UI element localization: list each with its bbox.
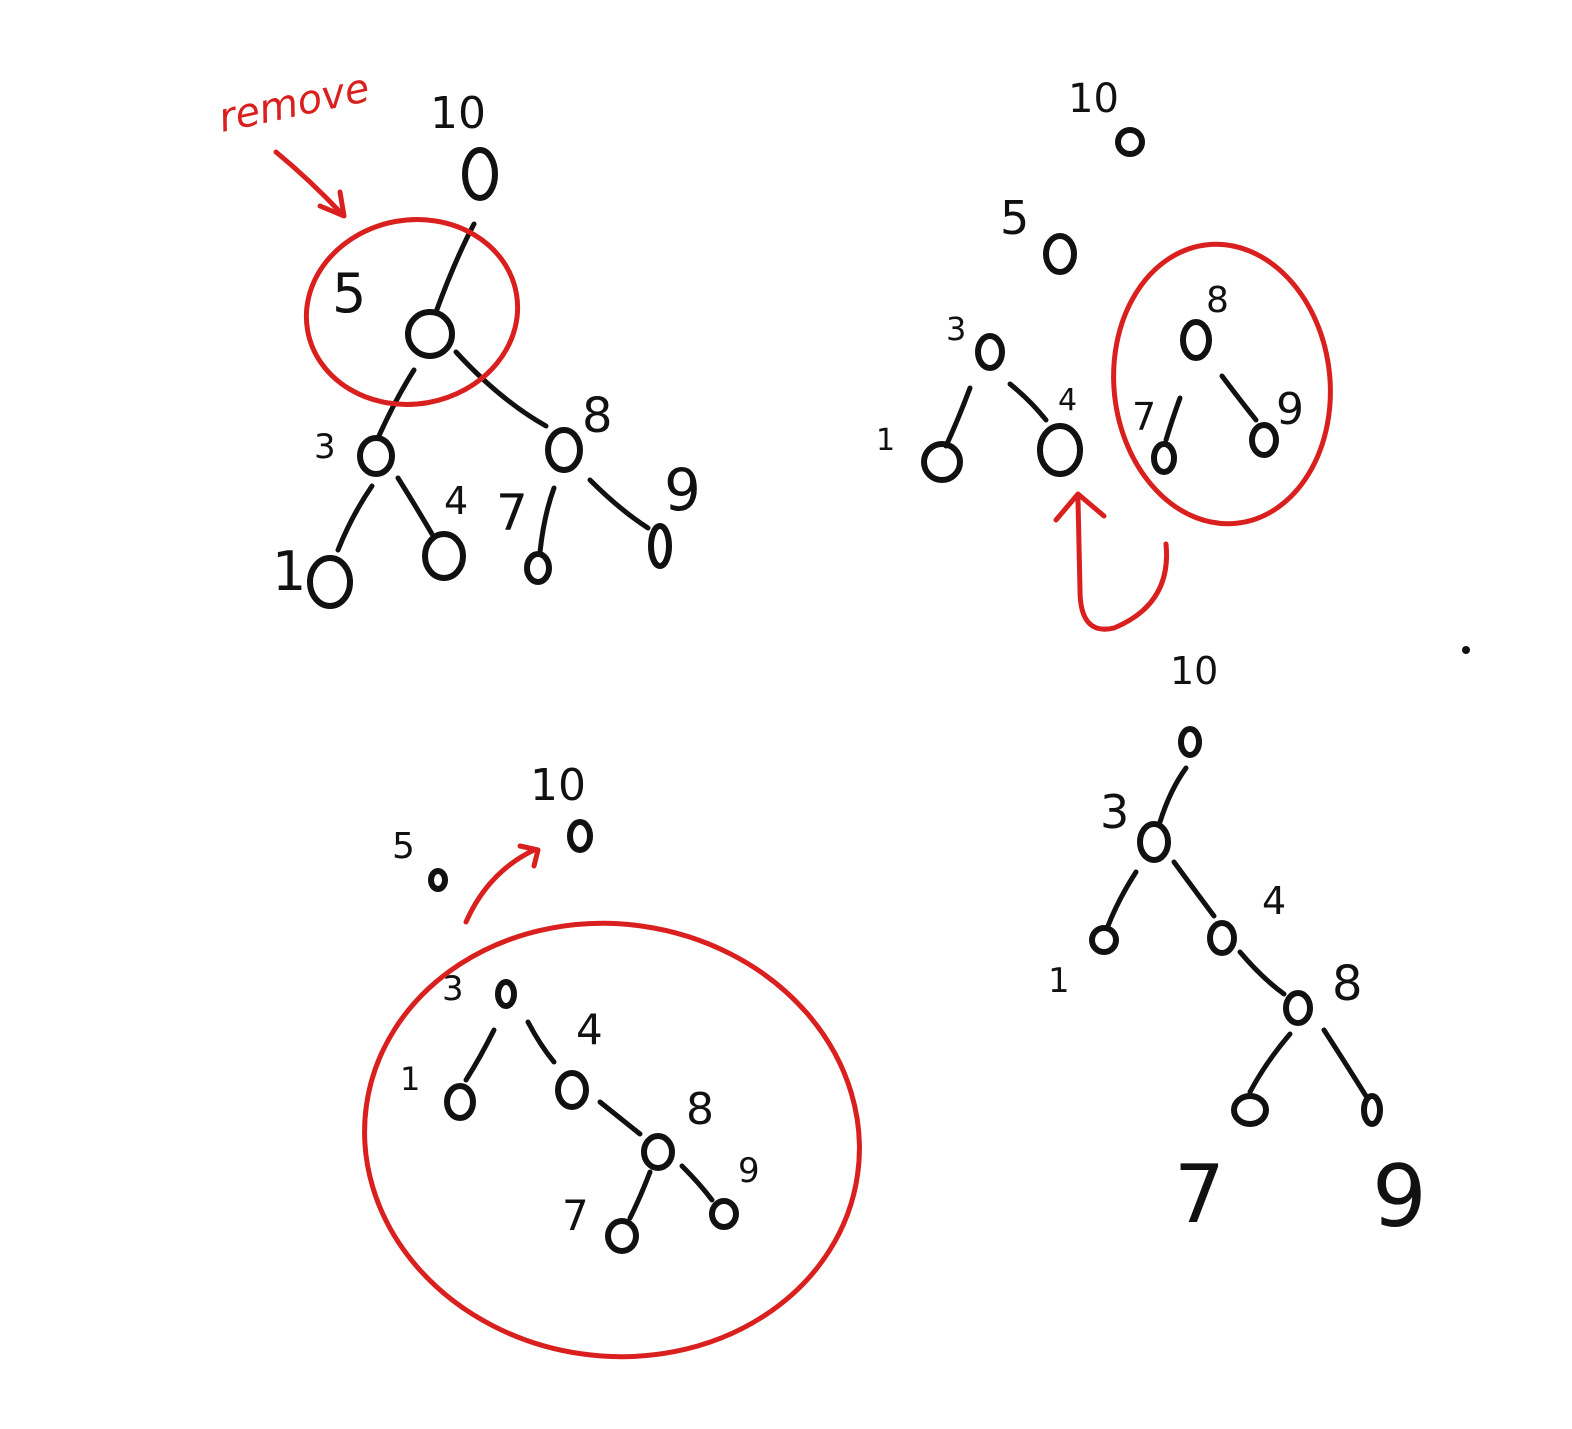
node-circle — [921, 441, 963, 483]
node-label: 9 — [1276, 384, 1304, 435]
node-label: 10 — [430, 88, 486, 139]
edge-3-1 — [943, 385, 973, 449]
node-circle — [1231, 1093, 1269, 1127]
node-circle — [428, 868, 448, 892]
node-circle — [709, 1198, 739, 1230]
node-label: 10 — [1170, 649, 1218, 693]
node-label: 9 — [1372, 1147, 1427, 1247]
node-label: 5 — [1000, 191, 1029, 245]
node-circle — [1178, 726, 1202, 758]
node-circle — [1249, 422, 1279, 458]
node-label: 8 — [582, 388, 613, 444]
node-label: 9 — [664, 456, 701, 524]
step2-tree: 10 5 3 1 4 8 7 9 — [876, 76, 1333, 632]
edge-10-3 — [1157, 765, 1189, 825]
stray-dot — [1462, 646, 1470, 654]
node-circle — [405, 309, 455, 359]
highlight-circle — [303, 217, 521, 407]
edge-8-9 — [1219, 373, 1259, 423]
edge-4-8 — [597, 1099, 643, 1137]
edge-4-8 — [1237, 949, 1287, 997]
node-circle — [1151, 441, 1177, 475]
edge-3-1 — [1105, 869, 1139, 929]
node-label: 1 — [272, 540, 306, 603]
node-label: 9 — [738, 1151, 760, 1191]
node-circle — [1043, 233, 1077, 275]
node-label: 1 — [1048, 961, 1070, 1001]
node-circle — [1037, 423, 1083, 477]
edge-3-4 — [525, 1019, 557, 1065]
node-label: 8 — [686, 1084, 714, 1135]
node-label: 10 — [530, 760, 586, 811]
node-circle — [422, 531, 466, 581]
edge-3-1 — [335, 483, 375, 553]
node-circle — [524, 551, 552, 585]
node-circle — [1180, 319, 1212, 361]
edge-10-5 — [433, 221, 477, 315]
node-label: 3 — [442, 969, 464, 1009]
arrow-icon — [273, 149, 347, 219]
node-circle — [545, 427, 583, 473]
node-label: 8 — [1332, 956, 1363, 1012]
node-circle — [567, 819, 593, 853]
node-circle — [1089, 925, 1119, 955]
edge-8-9 — [679, 1163, 715, 1203]
edge-3-4 — [395, 475, 435, 537]
step3-tree: 10 5 3 1 4 8 7 9 — [362, 760, 862, 1360]
node-label: 3 — [1100, 785, 1129, 839]
node-label: 7 — [1132, 395, 1156, 439]
edge-8-7 — [537, 485, 557, 555]
node-circle — [462, 147, 498, 201]
node-label: 7 — [496, 484, 528, 542]
node-label: 3 — [314, 427, 336, 467]
node-circle — [975, 333, 1005, 371]
edge-5-8 — [453, 349, 549, 429]
node-label: 4 — [576, 1005, 603, 1054]
remove-annotation: remove — [215, 65, 374, 142]
highlight-circle — [1111, 241, 1333, 527]
node-label: 7 — [1174, 1148, 1225, 1241]
step4-tree: 10 3 1 4 8 7 9 — [1048, 649, 1427, 1247]
edge-8-7 — [1163, 395, 1183, 443]
node-circle — [641, 1133, 675, 1171]
node-label: 7 — [562, 1191, 589, 1240]
node-circle — [444, 1083, 476, 1121]
node-circle — [495, 979, 517, 1009]
highlight-circle — [362, 920, 862, 1360]
node-label: 4 — [1058, 383, 1077, 418]
node-circle — [555, 1070, 589, 1110]
node-label: 5 — [332, 262, 366, 325]
node-label: 4 — [1262, 879, 1286, 923]
arrow-icon — [1053, 491, 1170, 632]
edge-3-4 — [1007, 381, 1049, 423]
node-circle — [1361, 1093, 1383, 1127]
edge-8-9 — [587, 477, 651, 531]
node-circle — [1207, 920, 1237, 956]
edge-8-7 — [1247, 1031, 1293, 1095]
node-label: 4 — [444, 479, 468, 523]
node-circle — [1115, 127, 1145, 157]
node-label: 1 — [400, 1060, 420, 1098]
node-label: 5 — [392, 826, 415, 867]
node-circle — [605, 1218, 639, 1254]
node-circle — [357, 435, 395, 477]
node-circle — [1283, 990, 1313, 1026]
node-label: 8 — [1206, 280, 1229, 321]
node-label: 10 — [1068, 76, 1119, 122]
node-circle — [1137, 821, 1171, 863]
node-circle — [307, 555, 353, 609]
edge-3-4 — [1171, 859, 1217, 919]
edge-8-7 — [627, 1169, 653, 1221]
edge-3-1 — [463, 1027, 497, 1083]
edge-8-9 — [1321, 1027, 1369, 1099]
node-label: 3 — [946, 310, 966, 348]
node-circle — [648, 523, 672, 569]
arrow-icon — [463, 843, 541, 925]
step1-tree: 10 5 3 8 1 4 7 9 remove — [215, 65, 701, 609]
node-label: 1 — [876, 423, 895, 458]
